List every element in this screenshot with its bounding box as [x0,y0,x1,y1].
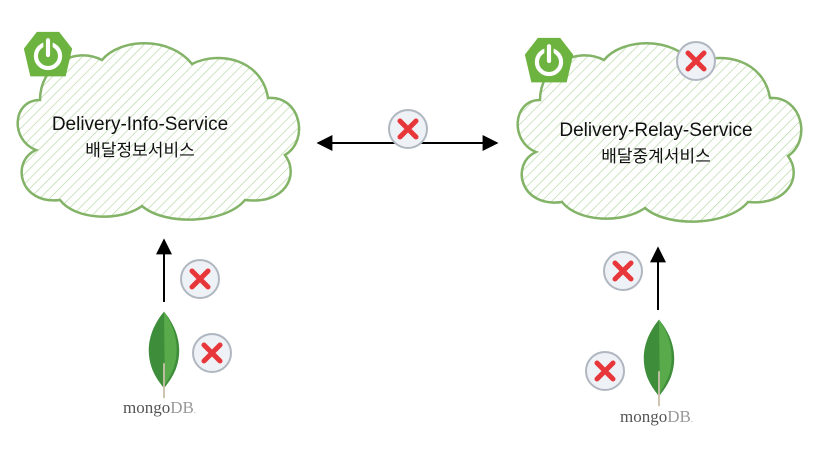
mongodb-wordmark: mongo [620,407,667,426]
mongodb-suffix: DB [170,398,194,417]
service-title-info: Delivery-Info-Service [52,114,228,135]
mongodb-leaf-icon [642,318,676,408]
mongodb-logo-relay: mongoDB. [620,407,693,426]
cloud-shape-info [16,42,301,221]
mongodb-wordmark: mongo [123,398,170,417]
red-x-icon [604,252,642,290]
service-cloud-info[interactable]: Delivery-Info-Service 배달정보서비스 [16,42,301,221]
power-icon [525,38,573,83]
red-x-icon [181,260,219,298]
red-x-icon [677,42,715,80]
service-cloud-relay[interactable]: Delivery-Relay-Service 배달중계서비스 [516,42,803,223]
mongodb-logo-info: mongoDB. [123,398,196,417]
mongodb-mark: . [194,406,196,415]
svg-text:mongoDB.: mongoDB. [620,407,693,426]
service-subtitle-relay: 배달중계서비스 [601,147,710,167]
mongodb-suffix: DB [667,407,691,426]
service-title-relay: Delivery-Relay-Service [559,120,752,141]
red-x-icon [389,110,427,148]
red-x-icon [586,352,624,390]
red-x-icon [193,334,231,372]
service-subtitle-info: 배달정보서비스 [85,141,194,161]
mongodb-mark: . [691,415,693,424]
cloud-shape-relay [516,42,803,223]
mongodb-leaf-icon [147,310,181,400]
power-icon [24,32,72,77]
svg-text:mongoDB.: mongoDB. [123,398,196,417]
